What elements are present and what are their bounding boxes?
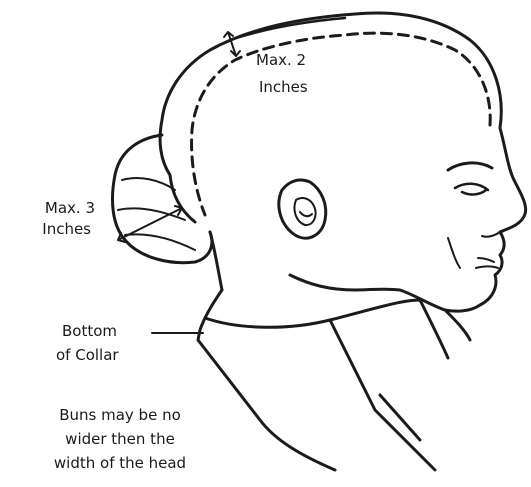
hair-outline (160, 13, 501, 222)
nostril (482, 232, 500, 237)
side-max-label: Max. 3 (10, 199, 95, 217)
eyebrow (448, 163, 492, 170)
mouth (476, 258, 498, 268)
hair-wisp (230, 18, 345, 40)
back-neck (210, 232, 222, 290)
collar (198, 290, 448, 470)
note-line1: Buns may be no (20, 406, 220, 424)
bun-inner-lines (118, 178, 195, 250)
ear (279, 180, 326, 238)
top-unit-label: Inches (259, 78, 308, 96)
cheek-line (448, 238, 460, 268)
face-profile (445, 128, 526, 311)
top-measure-arrow (224, 32, 240, 56)
note-line2: wider then the (20, 430, 220, 448)
collar-label-line2: of Collar (56, 346, 119, 364)
top-max-label: Max. 2 (256, 51, 306, 69)
collar-label-line1: Bottom (62, 322, 117, 340)
side-unit-label: Inches (6, 220, 91, 238)
bun-measure-arrow (118, 206, 182, 242)
head-outline-dashed (192, 33, 491, 215)
note-line3: width of the head (20, 454, 220, 472)
ear-inner (294, 198, 315, 225)
eye (455, 184, 488, 195)
